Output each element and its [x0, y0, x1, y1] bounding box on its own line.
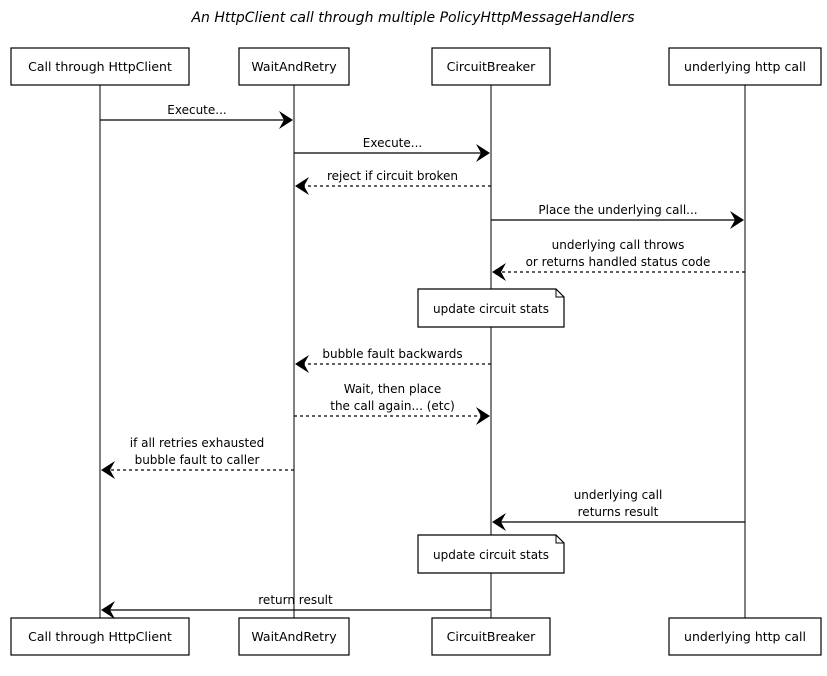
participant-box-breaker-top: [431, 47, 551, 86]
message-arrowhead-8: [101, 461, 115, 479]
participant-label-breaker-bottom: CircuitBreaker: [447, 629, 537, 644]
message-arrowhead-6: [295, 355, 309, 373]
message-arrowhead-10: [101, 601, 115, 619]
note-fold-1: [555, 289, 564, 298]
message-label-4: Place the underlying call...: [538, 203, 697, 217]
participant-label-http-bottom: underlying http call: [684, 629, 806, 644]
note-fold-2: [555, 535, 564, 544]
message-label-1: Execute...: [167, 103, 226, 117]
participant-box-retry-top: [238, 47, 350, 86]
participant-label-retry-bottom: WaitAndRetry: [251, 629, 337, 644]
message-arrowhead-3: [295, 177, 309, 195]
note-box-1: [417, 288, 565, 328]
message-label-8-line-2: bubble fault to caller: [135, 453, 260, 467]
note-label-2: update circuit stats: [433, 548, 549, 562]
message-label-5-line-1: underlying call throws: [552, 238, 685, 252]
message-arrowhead-9: [492, 513, 506, 531]
participant-box-client-top: [10, 47, 190, 86]
participant-label-retry-top: WaitAndRetry: [251, 59, 337, 74]
message-arrowhead-2: [476, 144, 490, 162]
message-arrowhead-1: [279, 111, 293, 129]
message-label-7-line-2: the call again... (etc): [330, 399, 455, 413]
message-label-10: return result: [258, 593, 333, 607]
participant-box-http-top: [668, 47, 822, 86]
participant-box-http-bottom: [668, 617, 822, 656]
message-label-3: reject if circuit broken: [327, 169, 458, 183]
participant-box-breaker-bottom: [431, 617, 551, 656]
note-label-1: update circuit stats: [433, 302, 549, 316]
participant-label-client-bottom: Call through HttpClient: [28, 629, 172, 644]
message-label-5-line-2: or returns handled status code: [526, 255, 711, 269]
participant-box-retry-bottom: [238, 617, 350, 656]
message-label-9-line-2: returns result: [578, 505, 659, 519]
message-label-7-line-1: Wait, then place: [344, 382, 442, 396]
message-arrowhead-5: [492, 263, 506, 281]
message-label-8-line-1: if all retries exhausted: [130, 436, 264, 450]
message-label-2: Execute...: [363, 136, 422, 150]
note-box-2: [417, 534, 565, 574]
message-arrowhead-7: [476, 407, 490, 425]
diagram-title: An HttpClient call through multiple Poli…: [190, 10, 634, 26]
message-arrowhead-4: [730, 211, 744, 229]
participant-label-breaker-top: CircuitBreaker: [447, 59, 537, 74]
participant-label-client-top: Call through HttpClient: [28, 59, 172, 74]
participant-label-http-top: underlying http call: [684, 59, 806, 74]
participant-box-client-bottom: [10, 617, 190, 656]
message-label-6: bubble fault backwards: [322, 347, 462, 361]
message-label-9-line-1: underlying call: [574, 488, 663, 502]
